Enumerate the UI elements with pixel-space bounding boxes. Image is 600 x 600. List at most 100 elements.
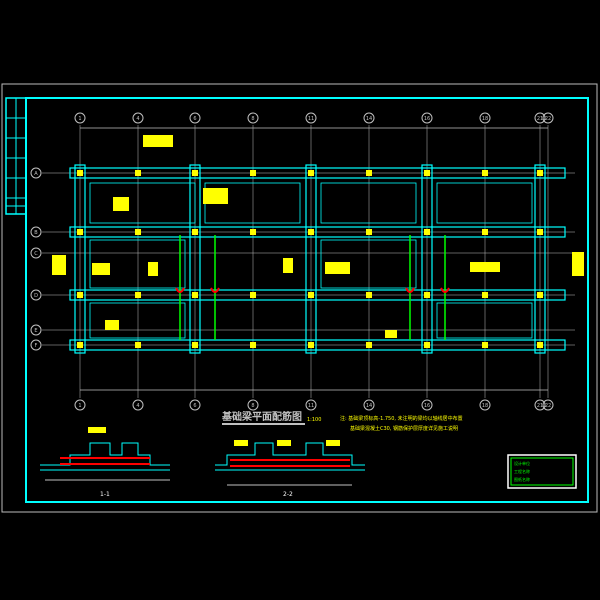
slab-panel	[436, 302, 533, 339]
axis-bubble	[30, 167, 42, 179]
annotation-text-block	[143, 135, 173, 147]
column	[366, 170, 372, 176]
section-2-2: 2-2	[215, 440, 365, 498]
column	[308, 170, 314, 176]
axis-grid	[42, 125, 575, 398]
column	[537, 292, 543, 298]
annotation-text-block	[385, 330, 397, 338]
axis-label-x: 1	[78, 403, 81, 409]
axis-bubble	[30, 289, 42, 301]
axis-label-y: A	[34, 171, 38, 177]
column	[250, 342, 256, 348]
axis-bubble	[534, 399, 546, 411]
annotation-text-block	[203, 188, 228, 204]
annotation-text-block	[470, 262, 500, 272]
column	[537, 229, 543, 235]
column	[250, 170, 256, 176]
column	[77, 292, 83, 298]
annotation-text-block	[52, 255, 66, 275]
column	[366, 292, 372, 298]
title-block-sheet: 图纸名称	[514, 476, 530, 482]
column	[77, 229, 83, 235]
rebar-mark	[175, 287, 185, 293]
beam-vertical	[189, 164, 201, 354]
axis-label-x: 11	[308, 403, 314, 409]
column	[308, 229, 314, 235]
axis-label-y: F	[35, 343, 38, 349]
axis-label-y: C	[34, 251, 38, 257]
axis-bubble	[30, 226, 42, 238]
axis-bubble	[247, 399, 259, 411]
axis-label-x: 6	[193, 403, 196, 409]
rebar-mark	[405, 287, 415, 293]
annotation-text-block	[325, 262, 350, 274]
column	[135, 170, 141, 176]
column	[135, 229, 141, 235]
axis-label-x: 21	[537, 403, 543, 409]
annotation-text-block	[113, 197, 129, 211]
axis-bubble	[421, 112, 433, 124]
annotation-text-block	[283, 258, 293, 273]
column	[537, 342, 543, 348]
column	[192, 292, 198, 298]
axis-bubble	[363, 112, 375, 124]
title-block-project: 工程名称	[514, 468, 530, 474]
note-line-2: 基础梁混凝土C30, 钢筋保护层厚度详见施工说明	[350, 425, 458, 432]
annotation-text-block	[105, 320, 119, 330]
axis-label-x: 16	[424, 116, 430, 122]
foundation-beams	[69, 164, 566, 354]
column	[308, 292, 314, 298]
slab-panel	[320, 239, 417, 289]
columns	[52, 135, 584, 348]
axis-bubble	[30, 324, 42, 336]
axis-bubble	[534, 112, 546, 124]
column	[424, 229, 430, 235]
drawing-title: 基础梁平面配筋图	[221, 410, 302, 423]
outer-frame	[1, 83, 598, 513]
axis-label-x: 8	[251, 116, 254, 122]
axis-label-x: 1	[78, 116, 81, 122]
axis-bubble	[479, 399, 491, 411]
axis-bubble	[363, 399, 375, 411]
axis-label-x: 8	[251, 403, 254, 409]
axis-bubble	[421, 399, 433, 411]
axis-label-x: 22	[545, 403, 551, 409]
section-1-1: 1-1	[40, 427, 170, 498]
column	[250, 229, 256, 235]
title-block-company: 设计单位	[514, 460, 530, 466]
axis-label-x: 14	[366, 116, 372, 122]
column	[135, 342, 141, 348]
axis-bubble	[479, 112, 491, 124]
column	[192, 229, 198, 235]
axis-label-x: 4	[136, 403, 139, 409]
column	[537, 170, 543, 176]
axis-label-x: 16	[424, 403, 430, 409]
column	[135, 292, 141, 298]
axis-bubble	[74, 112, 86, 124]
axis-bubble	[542, 399, 554, 411]
axis-label-y: D	[34, 293, 38, 299]
column	[424, 292, 430, 298]
column	[482, 170, 488, 176]
drawing-frame	[25, 97, 589, 503]
column	[366, 229, 372, 235]
slab-panel	[89, 302, 186, 339]
section-label-1: 1-1	[100, 491, 110, 498]
axis-bubble	[132, 112, 144, 124]
axis-label-x: 14	[366, 403, 372, 409]
drawing-scale: 1:100	[307, 417, 321, 423]
column	[424, 342, 430, 348]
annotation-text-block	[148, 262, 158, 276]
beam-horizontal	[69, 226, 566, 238]
axis-bubble	[189, 112, 201, 124]
axis-bubble	[30, 339, 42, 351]
column	[77, 342, 83, 348]
column	[192, 342, 198, 348]
left-title-strip	[5, 97, 27, 215]
column	[77, 170, 83, 176]
axis-bubble	[542, 112, 554, 124]
note-line-1: 注: 基础梁顶标高-1.750, 未注明的梁均以轴线居中布置	[340, 415, 463, 422]
rebar-mark	[210, 287, 220, 293]
